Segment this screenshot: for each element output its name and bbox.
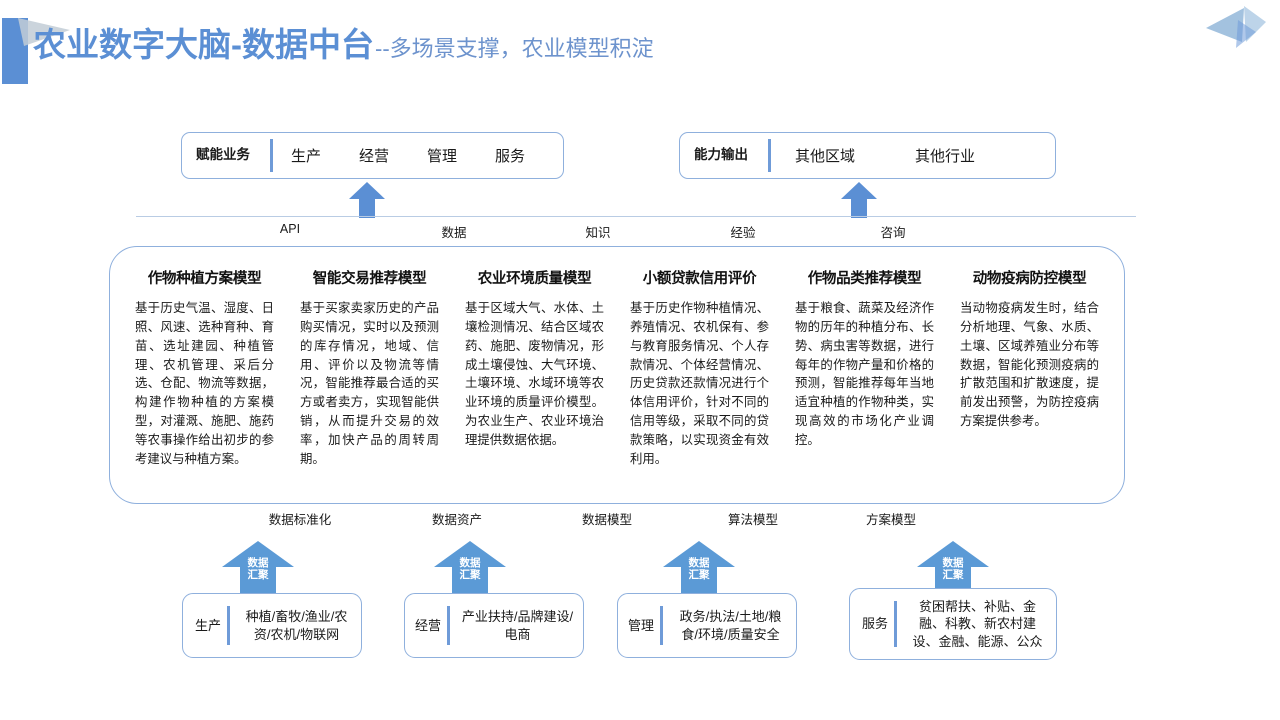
model-card[interactable]: 农业环境质量模型 基于区域大气、水体、土壤检测情况、结合区域农药、施肥、废物情况… [452,267,617,491]
data-aggregation-label: 数据 汇聚 [434,557,506,582]
model-card-title: 作物品类推荐模型 [807,271,922,287]
arrow-label-line-1: 数据 [942,557,964,569]
channel-label-consulting: 咨询 [880,226,906,240]
model-card-description: 基于买家卖家历史的产品购买情况，实时以及预测的库存情况，地域、信用、评价以及物流… [300,301,439,466]
arrow-label-line-2: 汇聚 [688,569,710,582]
model-card-title: 智能交易推荐模型 [312,271,427,287]
source-category-label: 服务 [862,616,889,632]
layer-label-data-model: 数据模型 [581,513,633,527]
capability-items: 其他区域 其他行业 [771,133,1055,178]
model-card-title: 作物种植方案模型 [147,271,262,287]
model-card-list: 作物种植方案模型 基于历史气温、湿度、日照、风速、选种育种、育苗、选址建园、种植… [110,247,1124,503]
model-card-description: 基于粮食、蔬菜及经济作物的历年的种植分布、长势、病虫害等数据，进行每年的作物产量… [795,301,934,447]
model-card-title: 小额贷款信用评价 [642,271,757,287]
model-card-title: 动物疫病防控模型 [972,271,1087,287]
up-arrow-icon [663,541,735,595]
channel-label-knowledge: 知识 [585,226,611,240]
arrow-label-line-1: 数据 [688,557,710,569]
source-category-label: 生产 [195,617,222,633]
model-card-description: 基于历史作物种植情况、养殖情况、农机保有、参与教育服务情况、个人存款情况、个体经… [630,301,769,466]
layer-label-data-asset: 数据资产 [431,513,483,527]
capability-item[interactable]: 其他区域 [795,148,856,165]
capability-box-label: 赋能业务 [196,147,250,163]
source-box-operation[interactable]: 经营 产业扶持/品牌建设/电商 [404,593,584,658]
vertical-divider [894,601,898,647]
data-aggregation-label: 数据 汇聚 [663,557,735,582]
vertical-divider [660,606,663,645]
arrow-label-line-2: 汇聚 [942,569,964,582]
up-arrow-icon [841,182,877,218]
capability-item[interactable]: 管理 [427,148,458,165]
arrow-label-line-2: 汇聚 [459,569,481,582]
layer-labels: 数据标准化 数据资产 数据模型 算法模型 方案模型 [0,509,1280,529]
capability-item[interactable]: 服务 [495,148,526,165]
source-items-text: 政务/执法/土地/粮食/环境/质量安全 [679,608,782,642]
model-card[interactable]: 小额贷款信用评价 基于历史作物种植情况、养殖情况、农机保有、参与教育服务情况、个… [617,267,782,491]
vertical-divider [447,606,450,645]
layer-label-solution-model: 方案模型 [865,513,917,527]
horizontal-divider-rule [136,216,1136,217]
capability-item[interactable]: 生产 [291,148,322,165]
model-card[interactable]: 作物品类推荐模型 基于粮食、蔬菜及经济作物的历年的种植分布、长势、病虫害等数据，… [782,267,947,491]
data-aggregation-arrow: 数据 汇聚 [434,541,506,595]
model-card-description: 基于区域大气、水体、土壤检测情况、结合区域农药、施肥、废物情况，形成土壤侵蚀、大… [465,301,604,447]
page-title: 农业数字大脑-数据中台 --多场景支撑，农业模型积淀 [33,28,654,61]
up-arrow-icon [349,182,385,218]
source-category-label: 管理 [628,617,655,633]
up-arrow-icon [222,541,294,595]
title-wing-shape [18,18,70,46]
channel-label-data: 数据 [441,226,467,240]
data-aggregation-arrow: 数据 汇聚 [917,541,989,595]
data-aggregation-arrow: 数据 汇聚 [663,541,735,595]
capability-box-enable-business[interactable]: 赋能业务 生产 经营 管理 服务 [181,132,564,179]
model-card[interactable]: 动物疫病防控模型 当动物疫病发生时，结合分析地理、气象、水质、土壤、区域养殖业分… [947,267,1112,491]
arrow-label-line-1: 数据 [247,557,269,569]
capability-item[interactable]: 经营 [359,148,390,165]
arrow-label-line-1: 数据 [459,557,481,569]
capability-box-capability-output[interactable]: 能力输出 其他区域 其他行业 [679,132,1056,179]
vertical-divider [270,139,273,172]
source-box-production[interactable]: 生产 种植/畜牧/渔业/农资/农机/物联网 [182,593,362,658]
model-panel: 作物种植方案模型 基于历史气温、湿度、日照、风速、选种育种、育苗、选址建园、种植… [109,246,1125,504]
capability-item[interactable]: 其他行业 [915,148,976,165]
model-card-description: 基于历史气温、湿度、日照、风速、选种育种、育苗、选址建园、种植管理、农机管理、采… [135,301,274,466]
source-box-service[interactable]: 服务 贫困帮扶、补贴、金融、科教、新农村建设、金融、能源、公众 [849,588,1057,660]
source-items-text: 产业扶持/品牌建设/电商 [461,608,574,642]
source-category-label: 经营 [415,617,442,633]
model-card[interactable]: 智能交易推荐模型 基于买家卖家历史的产品购买情况，实时以及预测的库存情况，地域、… [287,267,452,491]
layer-label-algorithm-model: 算法模型 [727,513,779,527]
source-items-text: 贫困帮扶、补贴、金融、科教、新农村建设、金融、能源、公众 [912,598,1043,649]
page-title-sub: --多场景支撑，农业模型积淀 [375,36,654,61]
capability-items: 生产 经营 管理 服务 [273,133,563,178]
model-card-title: 农业环境质量模型 [477,271,592,287]
model-card-description: 当动物疫病发生时，结合分析地理、气象、水质、土壤、区域养殖业分布等数据，智能化预… [960,301,1099,429]
channel-label-api: API [279,222,301,236]
data-aggregation-arrow: 数据 汇聚 [222,541,294,595]
vertical-divider [768,139,771,172]
page-title-main: 农业数字大脑-数据中台 [33,26,374,63]
layer-label-standardization: 数据标准化 [268,513,332,527]
source-box-management[interactable]: 管理 政务/执法/土地/粮食/环境/质量安全 [617,593,797,658]
channel-labels: API 数据 知识 经验 咨询 [136,222,1136,242]
model-card[interactable]: 作物种植方案模型 基于历史气温、湿度、日照、风速、选种育种、育苗、选址建园、种植… [122,267,287,491]
data-aggregation-label: 数据 汇聚 [222,557,294,582]
vertical-divider [227,606,231,645]
data-aggregation-label: 数据 汇聚 [917,557,989,582]
up-arrow-icon [917,541,989,595]
capability-box-label: 能力输出 [694,147,748,163]
decorative-triangles [1206,6,1266,48]
up-arrow-icon [434,541,506,595]
channel-label-experience: 经验 [730,226,756,240]
source-items-text: 种植/畜牧/渔业/农资/农机/物联网 [245,608,348,642]
arrow-label-line-2: 汇聚 [247,569,269,582]
